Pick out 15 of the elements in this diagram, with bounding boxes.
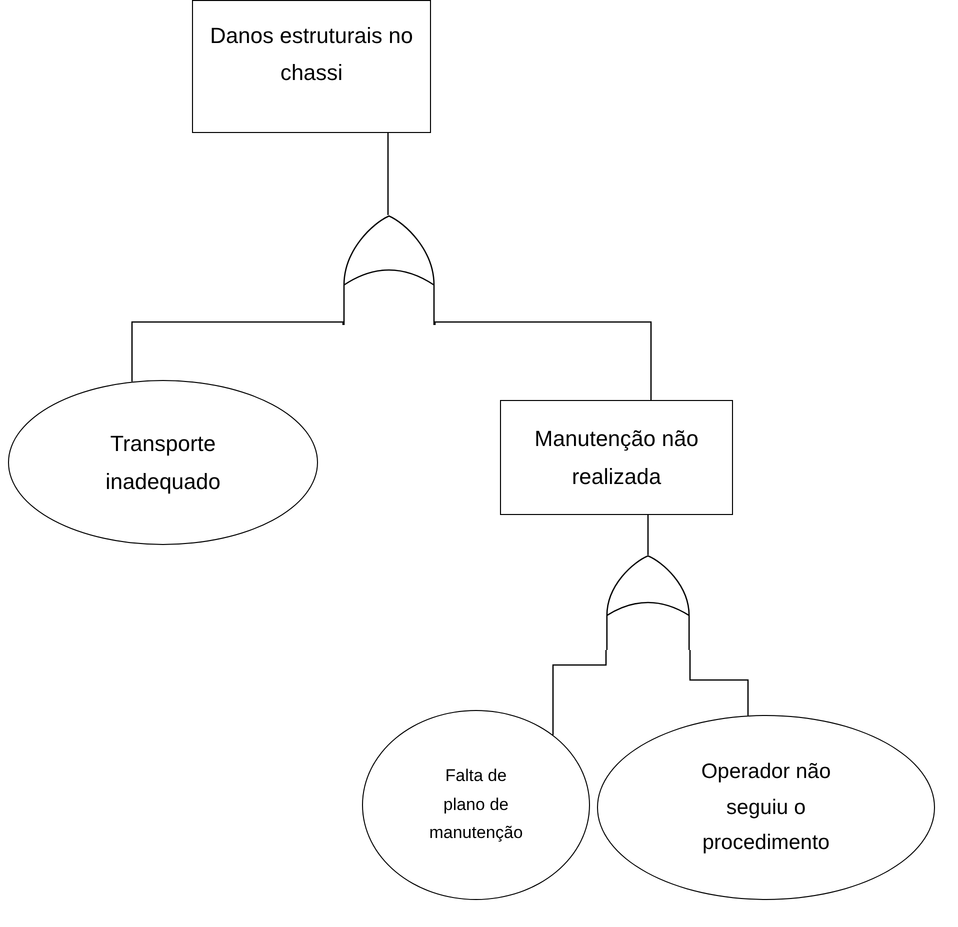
connector-line xyxy=(434,321,652,400)
connector-line xyxy=(552,650,607,735)
connector-line xyxy=(647,515,649,555)
event-box xyxy=(500,400,733,515)
or-gate-symbol xyxy=(606,555,690,650)
connector-line xyxy=(689,650,749,716)
event-box xyxy=(192,0,431,133)
node-label: Operador não seguiu o procedimento xyxy=(700,758,832,856)
connector-line xyxy=(131,321,344,382)
node-label: Falta de plano de manutenção xyxy=(429,764,523,844)
or-gate-symbol xyxy=(343,215,435,325)
node-label: Danos estruturais no chassi xyxy=(209,22,414,88)
node-label: Manutenção não realizada xyxy=(534,425,700,490)
connector-line xyxy=(387,133,389,215)
node-label: Transporte inadequado xyxy=(104,430,222,496)
